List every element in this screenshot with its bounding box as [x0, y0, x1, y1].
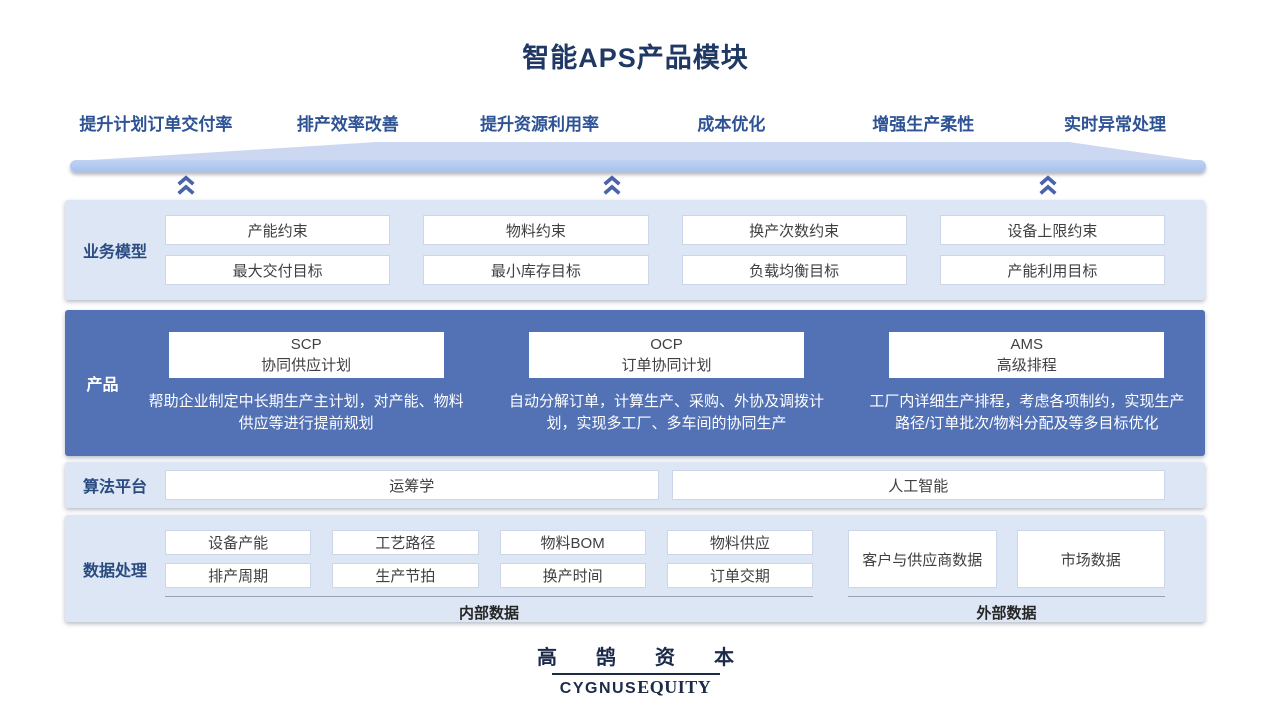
goal-resource-utilization: 提升资源利用率 — [480, 115, 600, 134]
data-processing-content: 设备产能 工艺路径 物料BOM 物料供应 排产周期 生产节拍 换产时间 订单交期… — [165, 515, 1205, 622]
logo-english-text: CYGNUS EQUITY — [560, 677, 711, 698]
section-label-data-processing: 数据处理 — [82, 562, 147, 580]
products-row: SCP 协同供应计划 帮助企业制定中长期生产主计划，对产能、物料供应等进行提前规… — [140, 310, 1205, 456]
product-ocp-box: OCP 订单协同计划 — [528, 332, 804, 378]
box-capacity-constraint: 产能约束 — [165, 215, 391, 245]
double-chevron-up-icon — [175, 175, 197, 197]
product-ams-box: AMS 高级排程 — [889, 332, 1165, 378]
product-scp-name: 协同供应计划 — [261, 357, 352, 374]
double-chevron-up-icon — [601, 175, 623, 197]
product-ams-description: 工厂内详细生产排程，考虑各项制约，实现生产路径/订单批次/物料分配及等多目标优化 — [869, 393, 1185, 432]
caption-external-data: 外部数据 — [848, 596, 1165, 623]
section-algorithm-platform: 算法平台 运筹学 人工智能 — [65, 462, 1205, 508]
box-min-inventory-target: 最小库存目标 — [423, 255, 649, 285]
algorithm-row: 运筹学 人工智能 — [165, 462, 1205, 508]
box-load-balance-target: 负载均衡目标 — [681, 255, 907, 285]
box-customer-supplier-data: 客户与供应商数据 — [848, 530, 997, 588]
product-ams-name: 高级排程 — [996, 357, 1057, 374]
logo-chinese-text: 高 鹄 资 本 — [537, 647, 751, 669]
product-ocp-code: OCP — [650, 336, 683, 353]
section-business-model: 业务模型 产能约束 物料约束 换产次数约束 设备上限约束 最大交付目标 最小库存… — [65, 200, 1205, 300]
product-ocp-description: 自动分解订单，计算生产、采购、外协及调拨计划，实现多工厂、多车间的协同生产 — [508, 393, 824, 432]
logo-divider — [551, 673, 720, 675]
box-equipment-limit-constraint: 设备上限约束 — [939, 215, 1165, 245]
box-max-delivery-target: 最大交付目标 — [165, 255, 391, 285]
goal-cost-optimization: 成本优化 — [697, 115, 766, 134]
product-scp-box: SCP 协同供应计划 — [168, 332, 444, 378]
goal-delivery-rate: 提升计划订单交付率 — [79, 115, 233, 134]
box-capacity-utilization-target: 产能利用目标 — [939, 255, 1165, 285]
product-scp-description: 帮助企业制定中长期生产主计划，对产能、物料供应等进行提前规划 — [148, 393, 464, 432]
box-order-due-date: 订单交期 — [666, 563, 813, 588]
ribbon-wedge-shape — [74, 142, 1201, 161]
goal-scheduling-efficiency: 排产效率改善 — [296, 115, 399, 134]
box-material-bom: 物料BOM — [499, 530, 646, 555]
logo-cygnus: CYGNUS — [559, 680, 638, 697]
product-ams: AMS 高级排程 工厂内详细生产排程，考虑各项制约，实现生产路径/订单批次/物料… — [861, 332, 1193, 456]
page-title: 智能APS产品模块 — [522, 43, 749, 73]
box-process-route: 工艺路径 — [332, 530, 479, 555]
product-scp-code: SCP — [290, 336, 322, 353]
double-chevron-up-icon — [1037, 175, 1059, 197]
product-scp: SCP 协同供应计划 帮助企业制定中长期生产主计划，对产能、物料供应等进行提前规… — [140, 332, 472, 456]
box-market-data: 市场数据 — [1016, 530, 1165, 588]
box-scheduling-cycle: 排产周期 — [165, 563, 312, 588]
logo-equity: EQUITY — [637, 677, 712, 697]
external-data-row: 客户与供应商数据 市场数据 — [848, 530, 1165, 588]
box-material-supply: 物料供应 — [666, 530, 813, 555]
chevrons-row — [65, 172, 1205, 199]
box-production-takt: 生产节拍 — [332, 563, 479, 588]
box-operations-research: 运筹学 — [165, 470, 659, 500]
caption-internal-data: 内部数据 — [165, 596, 813, 623]
box-changeover-time: 换产时间 — [499, 563, 646, 588]
box-material-constraint: 物料约束 — [423, 215, 649, 245]
section-data-processing: 数据处理 设备产能 工艺路径 物料BOM 物料供应 排产周期 生产节拍 换产时间… — [65, 515, 1205, 622]
section-products: 产品 SCP 协同供应计划 帮助企业制定中长期生产主计划，对产能、物料供应等进行… — [65, 310, 1205, 456]
ribbon-bar-shape — [70, 160, 1206, 172]
box-equipment-capacity: 设备产能 — [165, 530, 312, 555]
product-ocp: OCP 订单协同计划 自动分解订单，计算生产、采购、外协及调拨计划，实现多工厂、… — [500, 332, 832, 456]
product-ams-code: AMS — [1010, 336, 1044, 353]
section-label-algorithm: 算法平台 — [82, 479, 147, 496]
internal-data-grid: 设备产能 工艺路径 物料BOM 物料供应 排产周期 生产节拍 换产时间 订单交期 — [165, 530, 813, 588]
cygnus-equity-logo: 高 鹄 资 本 CYGNUS EQUITY — [0, 641, 1271, 698]
goal-production-flexibility: 增强生产柔性 — [872, 115, 975, 134]
box-artificial-intelligence: 人工智能 — [671, 470, 1165, 500]
goals-row: 提升计划订单交付率 排产效率改善 提升资源利用率 成本优化 增强生产柔性 实时异… — [60, 110, 1211, 135]
box-changeover-constraint: 换产次数约束 — [681, 215, 907, 245]
product-ocp-name: 订单协同计划 — [621, 357, 712, 374]
goal-realtime-exception: 实时异常处理 — [1064, 115, 1167, 134]
business-model-grid: 产能约束 物料约束 换产次数约束 设备上限约束 最大交付目标 最小库存目标 负载… — [165, 200, 1205, 300]
section-label-business-model: 业务模型 — [82, 244, 147, 261]
section-label-products: 产品 — [86, 377, 119, 394]
